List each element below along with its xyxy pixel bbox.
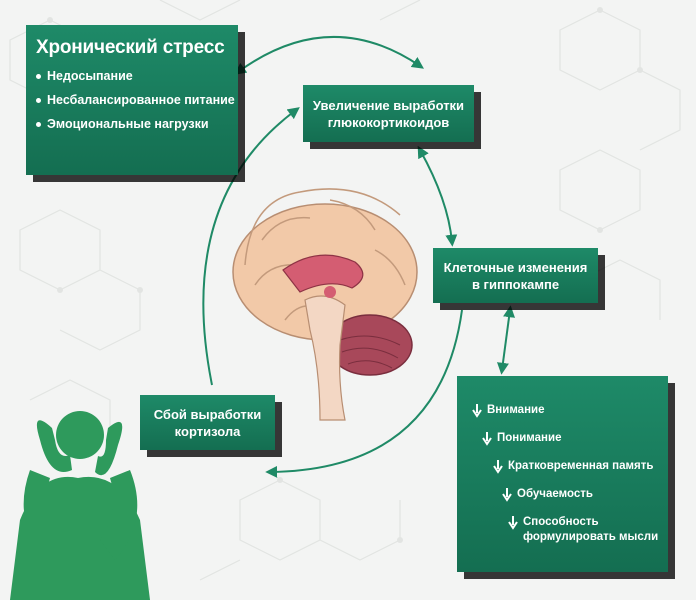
cognitive-effects-box: Внимание Понимание Кратковременная памят…: [457, 376, 668, 572]
bullet-icon: [36, 98, 41, 103]
down-arrow-icon: [482, 432, 492, 446]
glucocorticoid-box: Увеличение выработки глюкокортикоидов: [303, 85, 474, 142]
brain-illustration: [232, 188, 418, 421]
arrow-hippo-cortisol: [265, 309, 463, 478]
cortisol-line2: кортизола: [174, 423, 241, 439]
effect-item: Понимание: [482, 431, 561, 446]
list-item: Недосыпание: [36, 69, 228, 83]
bullet-icon: [36, 122, 41, 127]
down-arrow-icon: [472, 404, 482, 418]
down-arrow-icon: [508, 516, 518, 530]
glucocorticoid-line2: глюкокортикоидов: [327, 114, 450, 130]
cortisol-box: Сбой выработки кортизола: [140, 395, 275, 450]
list-item: Несбалансированное питание: [36, 93, 235, 107]
effect-item: Способность формулировать мысли: [508, 515, 658, 545]
down-arrow-icon: [502, 488, 512, 502]
arrow-stress-gluco: [234, 35, 424, 75]
list-item: Эмоциональные нагрузки: [36, 117, 228, 131]
arrow-cortisol-gluco: [202, 107, 300, 386]
chronic-stress-box: Хронический стресс Недосыпание Несбаланс…: [26, 25, 238, 175]
hippocampus-box: Клеточные изменения в гиппокампе: [433, 248, 598, 303]
cortisol-line1: Сбой выработки: [153, 406, 262, 422]
bullet-icon: [36, 74, 41, 79]
chronic-stress-title: Хронический стресс: [36, 37, 225, 58]
stressed-person-silhouette: [10, 411, 150, 600]
effect-item: Кратковременная память: [493, 459, 653, 474]
arrow-hippo-effects: [497, 305, 515, 375]
stress-causes-list: Недосыпание Несбалансированное питание Э…: [36, 69, 235, 131]
glucocorticoid-line1: Увеличение выработки: [312, 97, 465, 113]
arrow-gluco-hippo: [417, 145, 458, 247]
effect-item: Внимание: [472, 403, 544, 418]
hippocampus-line1: Клеточные изменения: [443, 259, 588, 275]
hippocampus-line2: в гиппокампе: [471, 276, 560, 292]
effect-item: Обучаемость: [502, 487, 593, 502]
down-arrow-icon: [493, 460, 503, 474]
